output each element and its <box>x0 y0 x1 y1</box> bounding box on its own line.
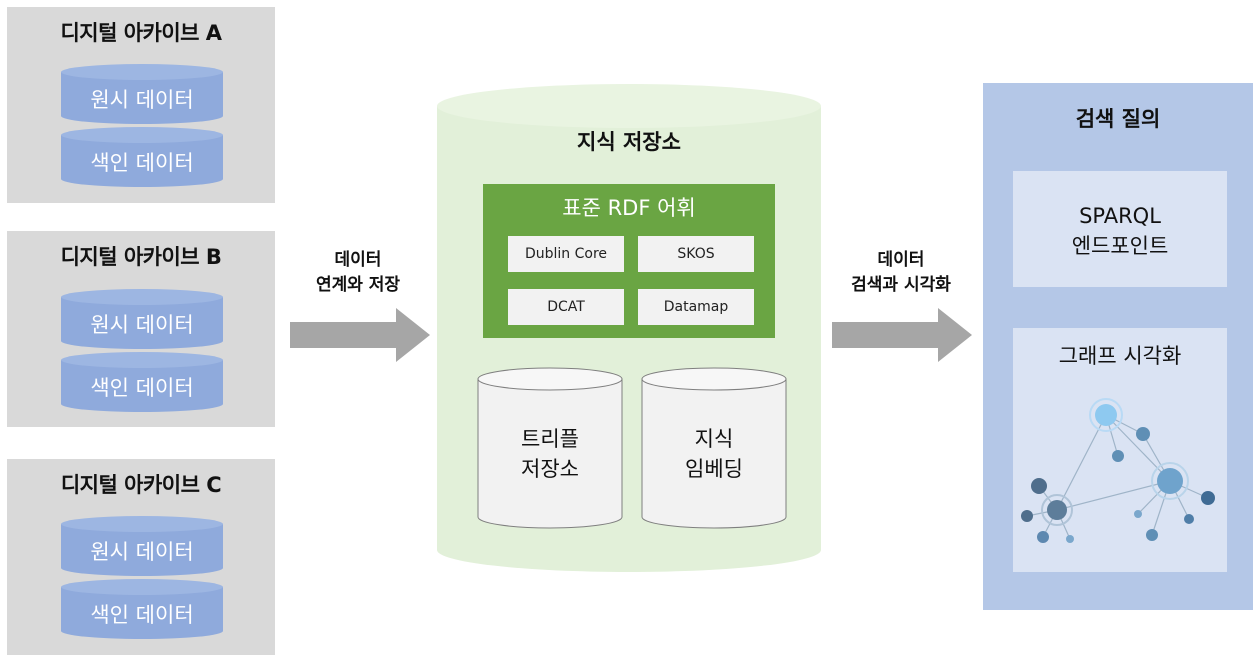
arrow-label-search-viz: 데이터 검색과 시각화 <box>826 248 976 298</box>
knowledge-embedding-cylinder <box>641 367 787 529</box>
index-data-cylinder-b: 색인 데이터 <box>61 352 223 412</box>
raw-data-cylinder-b: 원시 데이터 <box>61 289 223 349</box>
knowledge-embedding-line1: 지식 <box>694 427 734 451</box>
rdf-vocabulary-box: 표준 RDF 어휘 Dublin Core SKOS DCAT Datamap <box>483 184 775 338</box>
right-arrow-icon <box>832 308 972 362</box>
archive-title-c: 디지털 아카이브 C <box>60 473 222 497</box>
archive-title-b: 디지털 아카이브 B <box>60 245 222 269</box>
arrow-label-link-store: 데이터 연계와 저장 <box>288 248 428 298</box>
rdf-vocabulary-title: 표준 RDF 어휘 <box>562 196 696 220</box>
archive-panel-c: 디지털 아카이브 C 원시 데이터 색인 데이터 <box>7 459 275 655</box>
raw-data-label: 원시 데이터 <box>90 540 194 564</box>
archive-panel-a: 디지털 아카이브 A 원시 데이터 색인 데이터 <box>7 7 275 203</box>
archive-panel-b: 디지털 아카이브 B 원시 데이터 색인 데이터 <box>7 231 275 427</box>
raw-data-cylinder-a: 원시 데이터 <box>61 64 223 124</box>
raw-data-label: 원시 데이터 <box>90 313 194 337</box>
archive-title-a: 디지털 아카이브 A <box>60 21 222 45</box>
sparql-endpoint-label: SPARQL 엔드포인트 <box>1013 201 1227 261</box>
sparql-endpoint-line2: 엔드포인트 <box>1071 234 1169 258</box>
index-data-cylinder-c: 색인 데이터 <box>61 579 223 639</box>
sparql-endpoint-line1: SPARQL <box>1079 204 1161 228</box>
index-data-label: 색인 데이터 <box>90 376 194 400</box>
index-data-label: 색인 데이터 <box>90 603 194 627</box>
raw-data-cylinder-c: 원시 데이터 <box>61 516 223 576</box>
raw-data-label: 원시 데이터 <box>90 88 194 112</box>
index-data-label: 색인 데이터 <box>90 151 194 175</box>
arrow-label-line1: 데이터 <box>334 250 382 270</box>
search-query-title: 검색 질의 <box>1075 107 1161 131</box>
graph-visualization-title: 그래프 시각화 <box>1058 344 1182 368</box>
search-query-panel: 검색 질의 SPARQL 엔드포인트 그래프 시각화 <box>983 83 1253 610</box>
arrow-label-line2: 검색과 시각화 <box>851 275 951 295</box>
arrow-label-line1: 데이터 <box>877 250 925 270</box>
knowledge-embedding-line2: 임베딩 <box>685 457 743 481</box>
triple-store-line1: 트리플 <box>521 427 579 451</box>
network-graph-icon <box>1021 398 1215 543</box>
triple-store-cylinder <box>477 367 623 529</box>
vocab-item-datamap: Datamap <box>638 289 754 325</box>
vocab-item-dublin-core: Dublin Core <box>508 236 624 272</box>
graph-visualization-box: 그래프 시각화 <box>1013 328 1227 572</box>
knowledge-store-title: 지식 저장소 <box>577 130 681 154</box>
sparql-endpoint-box: SPARQL 엔드포인트 <box>1013 171 1227 287</box>
vocab-item-dcat: DCAT <box>508 289 624 325</box>
arrow-label-line2: 연계와 저장 <box>315 275 401 295</box>
right-arrow-icon <box>290 308 430 362</box>
triple-store-line2: 저장소 <box>521 457 579 481</box>
knowledge-embedding-label: 지식 임베딩 <box>641 424 787 484</box>
index-data-cylinder-a: 색인 데이터 <box>61 127 223 187</box>
triple-store-label: 트리플 저장소 <box>477 424 623 484</box>
vocab-item-skos: SKOS <box>638 236 754 272</box>
